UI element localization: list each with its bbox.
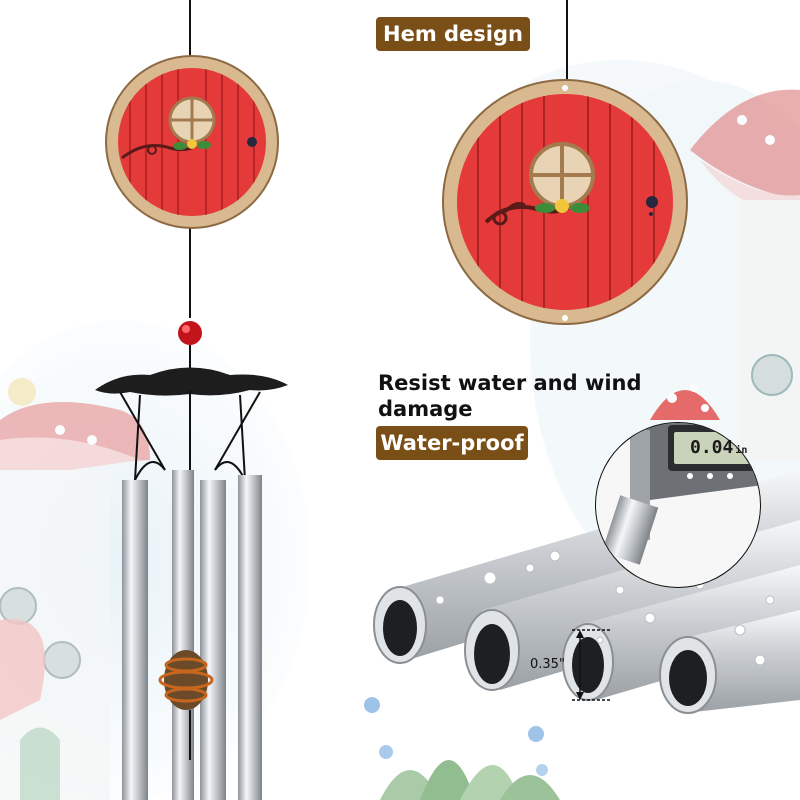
- mushroom-house-right: [650, 89, 800, 460]
- grass-decoration: [364, 697, 560, 800]
- wind-chime: [95, 0, 288, 800]
- caliper-value: 0.04: [690, 437, 734, 458]
- water-proof-badge: Water-proof: [376, 426, 528, 460]
- water-proof-label: Water-proof: [380, 431, 524, 455]
- resist-line-2: damage: [378, 397, 473, 421]
- hem-design-badge: Hem design: [376, 17, 530, 51]
- caliper-unit: in: [735, 445, 748, 456]
- resist-line-1: Resist water and wind: [378, 371, 642, 395]
- caliper-magnifier: [595, 422, 761, 588]
- hobbit-door-large: [442, 0, 688, 325]
- resist-text: Resist water and wind damage: [378, 370, 678, 422]
- hobbit-door-small: [105, 55, 279, 229]
- mushroom-house-left: [0, 378, 150, 800]
- tube-diameter-label: 0.35": [530, 657, 565, 672]
- hem-design-label: Hem design: [383, 22, 523, 46]
